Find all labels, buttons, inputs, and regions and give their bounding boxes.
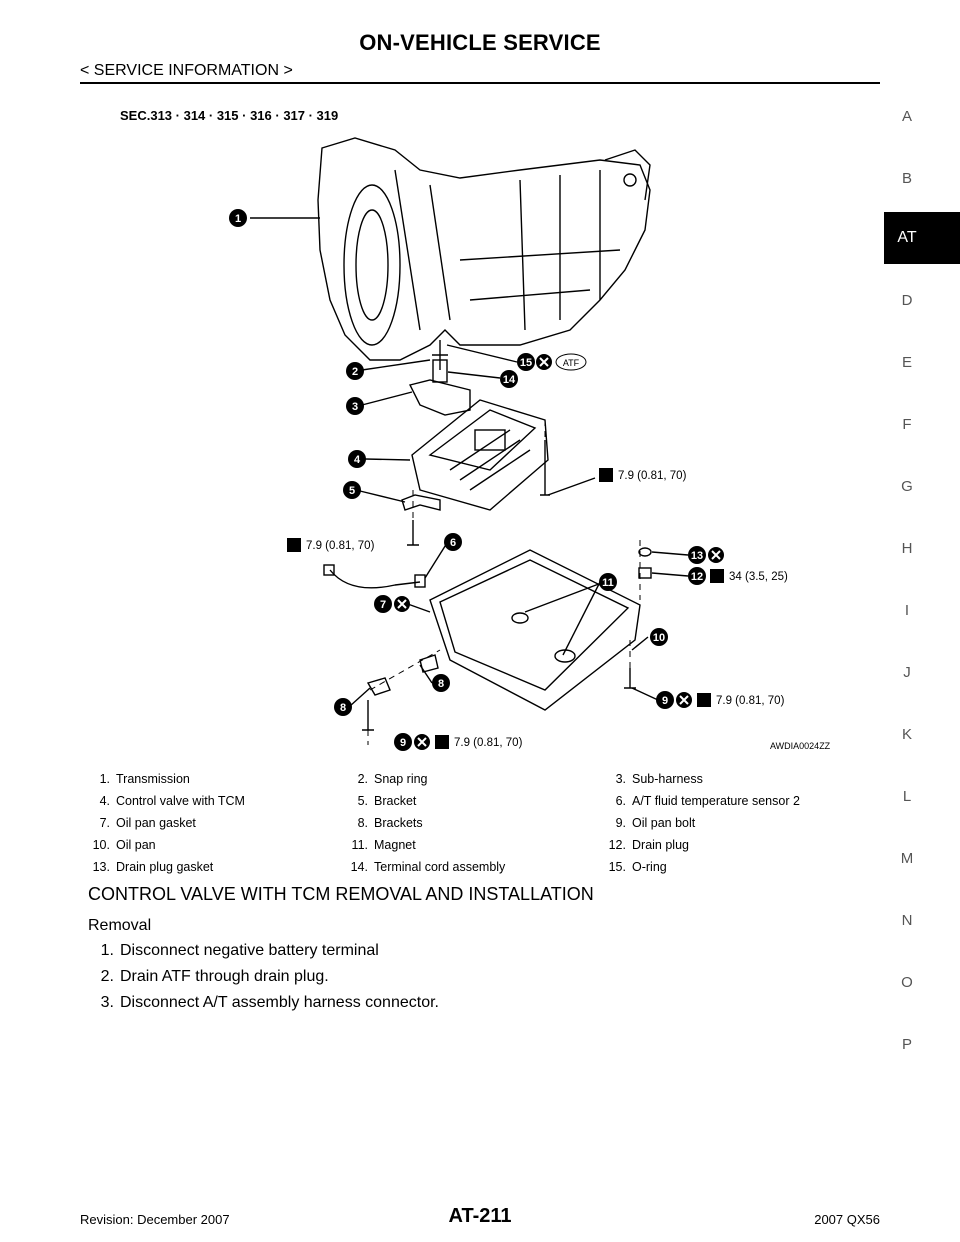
- side-tab-p[interactable]: P: [901, 1036, 912, 1053]
- side-tab-d[interactable]: D: [901, 292, 913, 309]
- side-tab-e[interactable]: E: [901, 354, 912, 371]
- section-reference: SEC.313 · 314 · 315 · 316 · 317 · 319: [120, 108, 339, 123]
- callout-9-right: 9: [656, 691, 674, 709]
- svg-text:14: 14: [503, 374, 516, 386]
- side-tab-k[interactable]: K: [901, 726, 912, 743]
- svg-text:ATF: ATF: [563, 358, 580, 368]
- section-heading: CONTROL VALVE WITH TCM REMOVAL AND INSTA…: [88, 884, 594, 904]
- procedure-step: 2.Drain ATF through drain plug.: [100, 968, 329, 985]
- svg-text:13: 13: [691, 550, 703, 562]
- svg-text:9: 9: [400, 737, 406, 749]
- procedure-steps: 1.Disconnect negative battery terminal 2…: [88, 938, 439, 1016]
- svg-text:15: 15: [520, 357, 532, 369]
- side-tab-active[interactable]: AT: [884, 212, 960, 264]
- legend-row: 1.Transmission 2.Snap ring 3.Sub-harness: [88, 768, 872, 790]
- legend-row: 10.Oil pan 11.Magnet 12.Drain plug: [88, 833, 872, 856]
- torque-value-control-valve: 7.9 (0.81, 70): [618, 470, 687, 482]
- callout-5: 5: [343, 481, 361, 499]
- svg-text:2: 2: [352, 366, 358, 378]
- svg-text:7: 7: [380, 599, 386, 611]
- subheading-removal: Removal: [88, 917, 152, 934]
- svg-text:9: 9: [662, 695, 668, 707]
- svg-text:10: 10: [653, 632, 665, 644]
- callout-11: 11: [599, 573, 617, 591]
- footer-model: 2007 QX56: [814, 1212, 880, 1227]
- procedure-step: 1.Disconnect negative battery terminal: [100, 942, 379, 959]
- svg-text:8: 8: [340, 702, 346, 714]
- side-tab-o[interactable]: O: [901, 974, 913, 991]
- callout-6: 6: [444, 533, 462, 551]
- callout-2: 2: [346, 362, 364, 380]
- callout-7: 7: [374, 595, 392, 613]
- header-divider: [80, 82, 880, 84]
- parts-legend: 1.Transmission 2.Snap ring 3.Sub-harness…: [88, 768, 872, 878]
- callout-14: 14: [500, 370, 518, 388]
- side-tab-active-label: AT: [897, 229, 917, 246]
- side-tab-i[interactable]: I: [904, 602, 910, 619]
- do-not-reuse-icons: [394, 354, 724, 750]
- page-subtitle: < SERVICE INFORMATION >: [80, 62, 293, 79]
- callout-9-bottom: 9: [394, 733, 412, 751]
- footer-page-number: AT-211: [448, 1205, 512, 1227]
- transmission-illustration: [317, 137, 651, 361]
- exploded-view-diagram: 1 2 3 4 5 6 7 8 8 9 9 10 11 12 13 14 15 …: [229, 137, 788, 751]
- callout-1: 1: [229, 209, 247, 227]
- torque-value-bracket: 7.9 (0.81, 70): [306, 540, 375, 552]
- legend-row: 7.Oil pan gasket 8.Brackets 9.Oil pan bo…: [88, 811, 872, 834]
- page-title: ON-VEHICLE SERVICE: [359, 30, 601, 55]
- figure-code: AWDIA0024ZZ: [770, 741, 831, 751]
- torque-value-oil-pan-bottom: 7.9 (0.81, 70): [454, 737, 523, 749]
- side-tab-f[interactable]: F: [902, 416, 912, 433]
- side-tab-l[interactable]: L: [902, 788, 912, 805]
- legend-row: 13.Drain plug gasket 14.Terminal cord as…: [88, 855, 872, 878]
- callout-4: 4: [348, 450, 366, 468]
- side-tab-g[interactable]: G: [901, 478, 913, 495]
- torque-value-drain-plug: 34 (3.5, 25): [729, 571, 788, 583]
- svg-text:5: 5: [349, 485, 355, 497]
- svg-text:8: 8: [438, 678, 444, 690]
- side-tab-b[interactable]: B: [901, 170, 912, 187]
- svg-text:6: 6: [450, 537, 456, 549]
- torque-value-oil-pan-right: 7.9 (0.81, 70): [716, 695, 785, 707]
- callout-13: 13: [688, 546, 706, 564]
- side-tab-n[interactable]: N: [901, 912, 913, 929]
- callout-8: 8: [432, 674, 450, 692]
- procedure-step: 3.Disconnect A/T assembly harness connec…: [100, 994, 439, 1011]
- oil-pan-illustration: [429, 549, 641, 711]
- svg-text:11: 11: [602, 577, 614, 589]
- svg-text:4: 4: [354, 454, 361, 466]
- side-tab-h[interactable]: H: [901, 540, 913, 557]
- footer-revision: Revision: December 2007: [80, 1212, 230, 1227]
- svg-text:12: 12: [691, 571, 703, 583]
- torque-wrench-icons: [287, 468, 724, 749]
- svg-text:3: 3: [352, 401, 358, 413]
- callout-8b: 8: [334, 698, 352, 716]
- side-tab-a[interactable]: A: [901, 108, 912, 125]
- callout-3: 3: [346, 397, 364, 415]
- side-tab-m[interactable]: M: [900, 850, 914, 867]
- callout-12: 12: [688, 567, 706, 585]
- svg-text:1: 1: [235, 213, 241, 225]
- callout-15: 15: [517, 353, 535, 371]
- side-tab-j[interactable]: J: [903, 664, 911, 681]
- atf-badge: ATF: [555, 353, 587, 371]
- callout-10: 10: [650, 628, 668, 646]
- control-valve-illustration: [411, 399, 549, 511]
- legend-row: 4.Control valve with TCM 5.Bracket 6.A/T…: [88, 789, 872, 812]
